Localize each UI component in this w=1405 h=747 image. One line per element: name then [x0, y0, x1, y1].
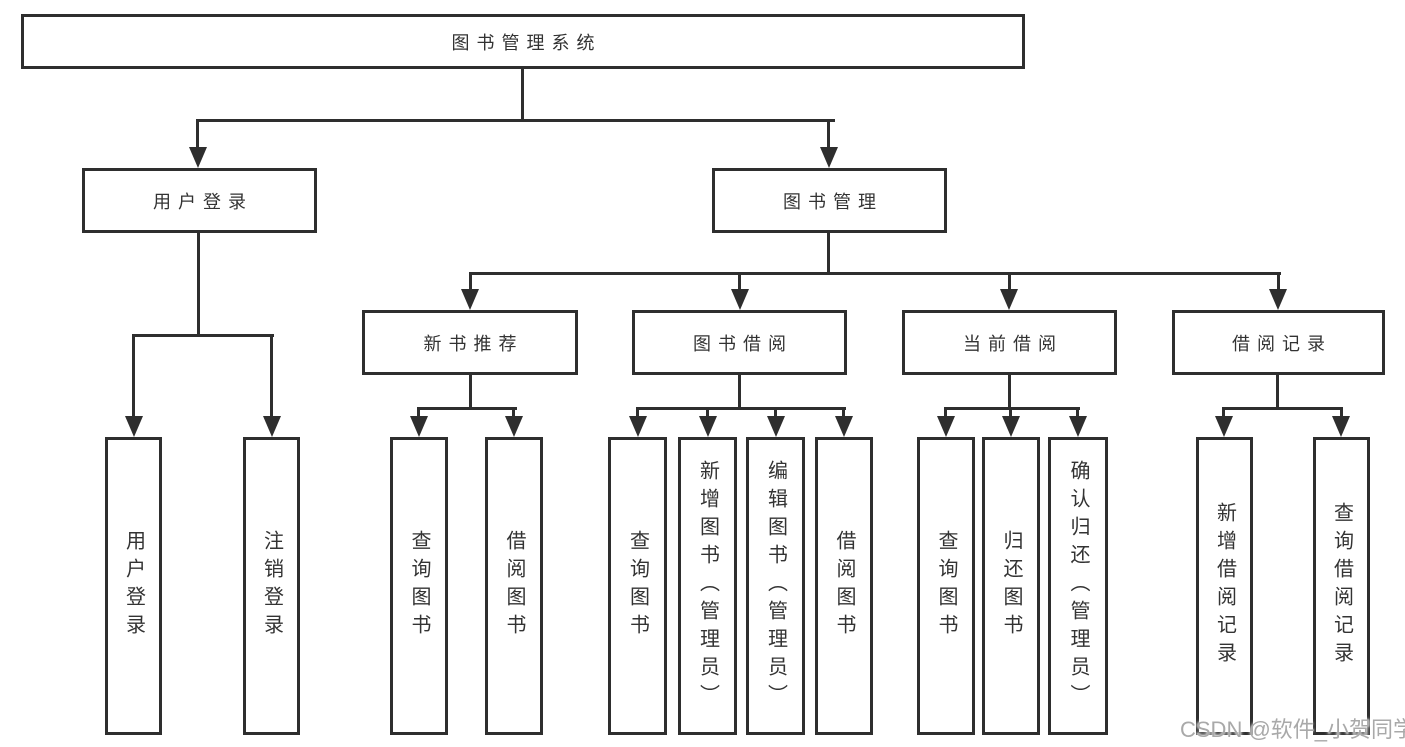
connector-current-borrowing-vline	[1008, 372, 1011, 410]
connector-leaf-stub	[1009, 407, 1012, 419]
node-current-borrowing: 当前借阅	[902, 310, 1117, 375]
node-root-label: 图书管理系统	[451, 32, 602, 53]
connector-book-borrowing-vline	[738, 372, 741, 410]
connector-borrowing-records-vline	[1276, 372, 1279, 410]
leaf-logout-label: 注销登录	[260, 530, 283, 642]
connector-borrowing-records-hline	[1222, 407, 1343, 410]
node-user-login: 用户登录	[82, 168, 317, 233]
connector-leaf-stub	[1222, 407, 1225, 419]
arrow-down-icon	[263, 416, 281, 437]
arrow-down-icon	[767, 416, 785, 437]
connector-new-books-hline	[417, 407, 517, 410]
connector-leaf-stub	[1340, 407, 1343, 419]
leaf-query-books-1: 查询图书	[390, 437, 448, 735]
connector-user-login-vline	[197, 230, 200, 337]
leaf-confirm-return-admin-label: 确认归还（管理员）	[1067, 460, 1089, 712]
connector-root-hline	[196, 119, 835, 122]
connector-module-stub	[1008, 272, 1011, 290]
connector-book-management-stub	[827, 119, 830, 150]
connector-new-books-vline	[469, 372, 472, 410]
arrow-down-icon	[1000, 289, 1018, 310]
connector-leaf-stub	[512, 407, 515, 419]
leaf-borrow-books-1: 借阅图书	[485, 437, 543, 735]
leaf-borrow-books-2-label: 借阅图书	[833, 530, 855, 642]
arrow-down-icon	[1269, 289, 1287, 310]
node-current-borrowing-label: 当前借阅	[963, 333, 1063, 354]
node-book-management: 图书管理	[712, 168, 947, 233]
leaf-add-borrow-record: 新增借阅记录	[1196, 437, 1253, 735]
connector-module-stub	[1277, 272, 1280, 290]
leaf-query-borrow-record: 查询借阅记录	[1313, 437, 1370, 735]
node-new-books-label: 新书推荐	[423, 333, 524, 354]
leaf-query-borrow-record-label: 查询借阅记录	[1330, 502, 1353, 670]
arrow-down-icon	[835, 416, 853, 437]
arrow-down-icon	[1069, 416, 1087, 437]
connector-leaf-stub	[270, 334, 273, 418]
leaf-borrow-books-1-label: 借阅图书	[503, 530, 525, 642]
arrow-down-icon	[1002, 416, 1020, 437]
arrow-down-icon	[1215, 416, 1233, 437]
leaf-edit-books-admin: 编辑图书（管理员）	[746, 437, 805, 735]
leaf-add-books-admin: 新增图书（管理员）	[678, 437, 737, 735]
leaf-return-books-label: 归还图书	[1000, 530, 1022, 642]
connector-book-management-vline	[827, 230, 830, 275]
leaf-confirm-return-admin: 确认归还（管理员）	[1048, 437, 1108, 735]
connector-user-login-stub	[196, 119, 199, 150]
connector-leaf-stub	[1076, 407, 1079, 419]
leaf-edit-books-admin-label: 编辑图书（管理员）	[764, 460, 787, 712]
connector-current-borrowing-hline	[944, 407, 1080, 410]
node-book-borrowing: 图书借阅	[632, 310, 847, 375]
connector-leaf-stub	[842, 407, 845, 419]
connector-module-stub	[469, 272, 472, 290]
connector-leaf-stub	[132, 334, 135, 418]
arrow-down-icon	[125, 416, 143, 437]
leaf-query-books-3: 查询图书	[917, 437, 975, 735]
node-borrowing-records-label: 借阅记录	[1232, 333, 1332, 354]
leaf-add-books-admin-label: 新增图书（管理员）	[696, 460, 719, 712]
arrow-down-icon	[189, 147, 207, 168]
connector-leaf-stub	[636, 407, 639, 419]
node-borrowing-records: 借阅记录	[1172, 310, 1385, 375]
arrow-down-icon	[461, 289, 479, 310]
arrow-down-icon	[410, 416, 428, 437]
arrow-down-icon	[505, 416, 523, 437]
connector-leaf-stub	[774, 407, 777, 419]
connector-leaf-stub	[706, 407, 709, 419]
node-book-borrowing-label: 图书借阅	[693, 333, 793, 354]
arrow-down-icon	[699, 416, 717, 437]
leaf-add-borrow-record-label: 新增借阅记录	[1213, 502, 1236, 670]
node-book-management-label: 图书管理	[783, 191, 883, 212]
leaf-query-books-2-label: 查询图书	[626, 530, 649, 642]
arrow-down-icon	[731, 289, 749, 310]
leaf-return-books: 归还图书	[982, 437, 1040, 735]
connector-root-vline	[521, 66, 524, 122]
connector-modules-hline	[469, 272, 1281, 275]
connector-leaf-stub	[944, 407, 947, 419]
connector-leaf-stub	[417, 407, 420, 419]
leaf-user-login: 用户登录	[105, 437, 162, 735]
node-new-books: 新书推荐	[362, 310, 578, 375]
leaf-logout: 注销登录	[243, 437, 300, 735]
leaf-query-books-1-label: 查询图书	[408, 530, 430, 642]
leaf-query-books-3-label: 查询图书	[935, 530, 957, 642]
connector-book-borrowing-hline	[636, 407, 846, 410]
arrow-down-icon	[629, 416, 647, 437]
arrow-down-icon	[820, 147, 838, 168]
leaf-query-books-2: 查询图书	[608, 437, 667, 735]
node-root: 图书管理系统	[21, 14, 1025, 69]
leaf-user-login-label: 用户登录	[122, 530, 145, 642]
connector-user-login-hline	[132, 334, 274, 337]
leaf-borrow-books-2: 借阅图书	[815, 437, 873, 735]
arrow-down-icon	[937, 416, 955, 437]
connector-module-stub	[738, 272, 741, 290]
watermark-text: CSDN @软件_小贺同学	[1180, 717, 1405, 742]
arrow-down-icon	[1332, 416, 1350, 437]
node-user-login-label: 用户登录	[153, 191, 253, 212]
